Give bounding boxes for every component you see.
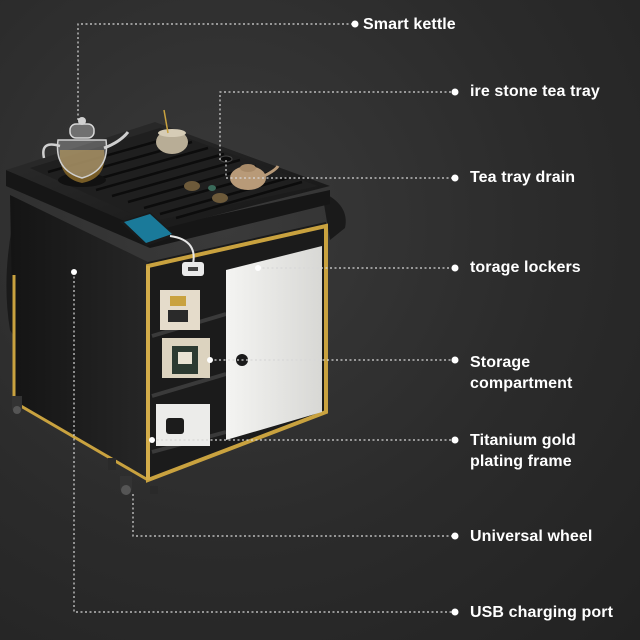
leader-smart-kettle: [77, 23, 355, 120]
leader-usb-port: [73, 272, 455, 613]
small-tea-cups: [184, 181, 228, 203]
label-titanium-frame: Titanium gold plating frame: [470, 432, 576, 470]
leader-universal-wheel: [132, 494, 455, 537]
storage-locker-door: [226, 246, 322, 440]
titanium-gold-frame: [146, 223, 328, 483]
label-smart-kettle: Smart kettle: [363, 16, 456, 33]
teapot: [230, 164, 280, 190]
storage-box-bottom: [156, 404, 210, 446]
label-tea-tray-drain: Tea tray drain: [470, 169, 576, 186]
leader-tea-tray-drain: [225, 160, 455, 179]
smart-kettle: [42, 117, 130, 187]
leader-lines: [73, 23, 455, 613]
leader-dots: [71, 20, 459, 616]
storage-box-top: [160, 290, 200, 330]
storage-box-middle: [162, 338, 210, 378]
label-storage-lockers: torage lockers: [470, 259, 581, 276]
tea-cup: [156, 109, 188, 154]
leader-stone-tea-tray: [219, 91, 455, 160]
label-storage-compartment: Storage compartment: [470, 354, 573, 392]
label-stone-tea-tray: ire stone tea tray: [470, 83, 600, 100]
usb-charging-port: [182, 262, 204, 276]
label-usb-port: USB charging port: [470, 604, 614, 621]
universal-wheels: [12, 396, 158, 495]
label-universal-wheel: Universal wheel: [470, 528, 593, 545]
